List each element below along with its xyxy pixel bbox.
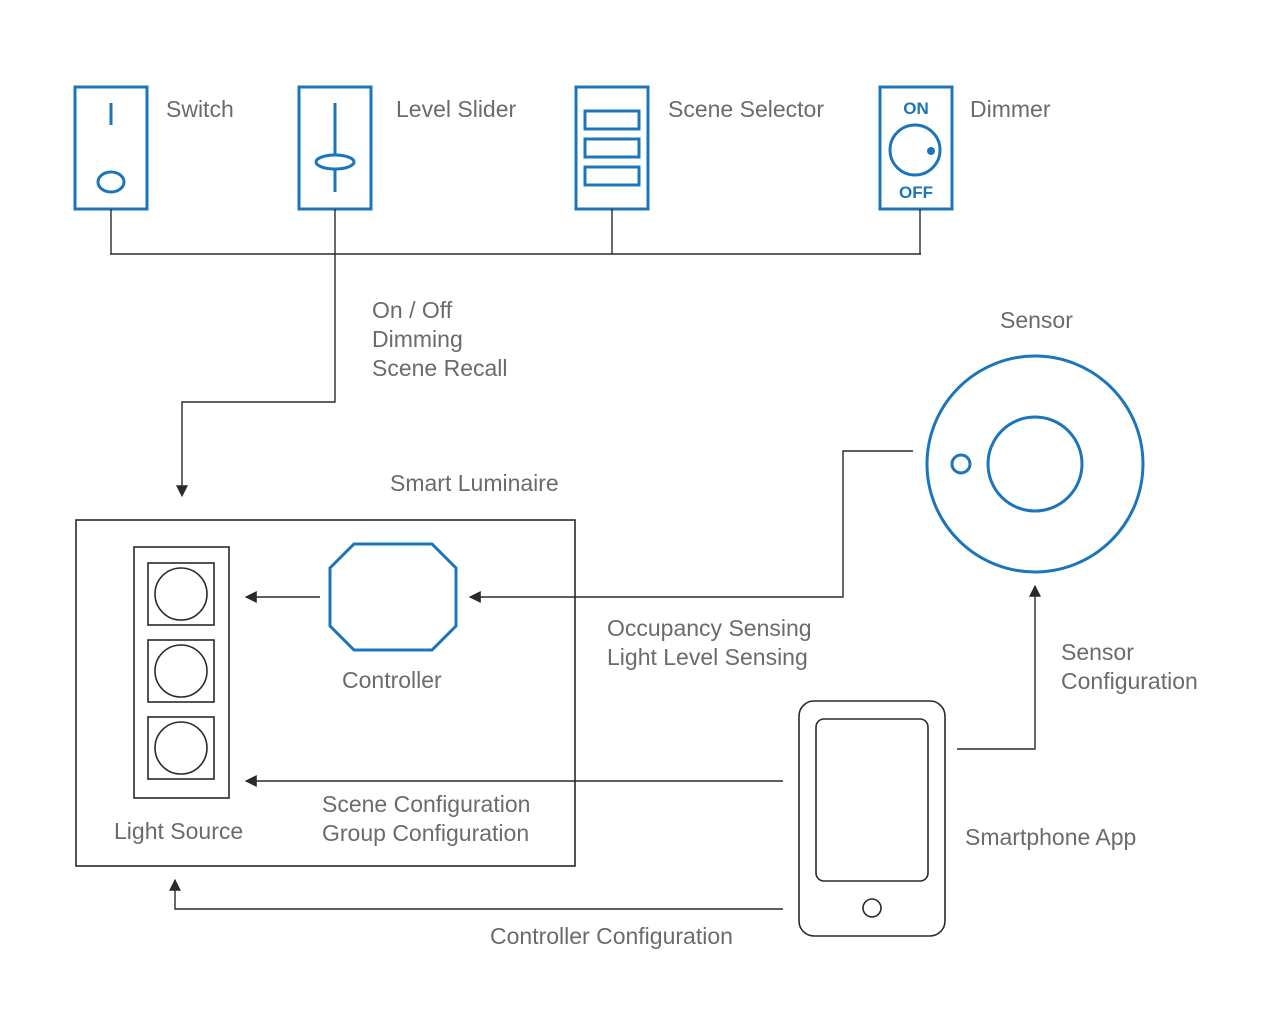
- sensor-signals-label: Occupancy Sensing Light Level Sensing: [607, 615, 812, 670]
- switch-label: Switch: [166, 96, 234, 122]
- level-slider-device: [297, 85, 373, 211]
- sensor-label: Sensor: [1000, 307, 1073, 333]
- signal-occupancy-sensing: Occupancy Sensing: [607, 615, 812, 641]
- smart-luminaire-box: [75, 519, 576, 867]
- signal-dimming: Dimming: [372, 326, 463, 352]
- control-signals-label: On / Off Dimming Scene Recall: [372, 297, 508, 381]
- scene-button-3: [583, 165, 641, 187]
- phone-home-button: [862, 898, 882, 918]
- signal-on-off: On / Off: [372, 297, 453, 323]
- dimmer-knob: [888, 123, 942, 177]
- switch-device: [73, 85, 149, 211]
- smartphone-app-label: Smartphone App: [965, 824, 1136, 850]
- app-to-sensor-arrow: [957, 584, 1041, 750]
- phone-screen: [815, 718, 929, 882]
- lamp-1: [154, 567, 208, 621]
- sensor-to-controller-arrow: [468, 450, 913, 603]
- controls-to-luminaire-arrow: [176, 254, 336, 498]
- dimmer-on-label: ON: [903, 99, 929, 118]
- level-slider-label: Level Slider: [396, 96, 517, 122]
- scene-selector-label: Scene Selector: [668, 96, 824, 122]
- scene-selector-device: [574, 85, 650, 211]
- dimmer-knob-indicator: [927, 147, 935, 155]
- dimmer-label: Dimmer: [970, 96, 1051, 122]
- dimmer-device: ON OFF: [878, 85, 954, 211]
- lamp-3: [154, 721, 208, 775]
- scene-configuration-text: Scene Configuration: [322, 791, 530, 817]
- light-source: [133, 546, 230, 799]
- scene-selector-plate: [574, 85, 650, 211]
- lamp-cell-1: [147, 562, 215, 626]
- scene-button-1: [583, 109, 641, 131]
- light-source-frame: [133, 546, 230, 799]
- sensor-device: [925, 354, 1145, 574]
- switch-off-mark: [96, 170, 126, 194]
- dimmer-off-label: OFF: [899, 183, 933, 202]
- scene-button-2: [583, 137, 641, 159]
- controller-octagon: [328, 542, 458, 652]
- smart-luminaire-title: Smart Luminaire: [390, 470, 559, 496]
- control-bus: [110, 209, 921, 255]
- sensor-config-label: Sensor Configuration: [1061, 639, 1198, 694]
- sensor-config-line-1: Sensor: [1061, 639, 1134, 665]
- app-to-luminaire-arrow: [169, 878, 783, 910]
- controller-label: Controller: [342, 667, 442, 693]
- group-configuration-text: Group Configuration: [322, 820, 529, 846]
- scene-group-config-label: Scene Configuration Group Configuration: [322, 791, 530, 846]
- sensor-led: [950, 453, 972, 475]
- lamp-cell-3: [147, 716, 215, 780]
- lamp-cell-2: [147, 639, 215, 703]
- sensor-outer-ring: [925, 354, 1145, 574]
- smartphone-device: [798, 700, 946, 937]
- lamp-2: [154, 644, 208, 698]
- controller-config-label: Controller Configuration: [490, 923, 733, 949]
- slider-knob: [314, 153, 356, 171]
- sensor-lens: [986, 415, 1084, 513]
- light-source-label: Light Source: [114, 818, 243, 844]
- dimmer-plate: [878, 85, 954, 211]
- phone-body: [798, 700, 946, 937]
- signal-scene-recall: Scene Recall: [372, 355, 508, 381]
- signal-light-level-sensing: Light Level Sensing: [607, 644, 808, 670]
- sensor-config-line-2: Configuration: [1061, 668, 1198, 694]
